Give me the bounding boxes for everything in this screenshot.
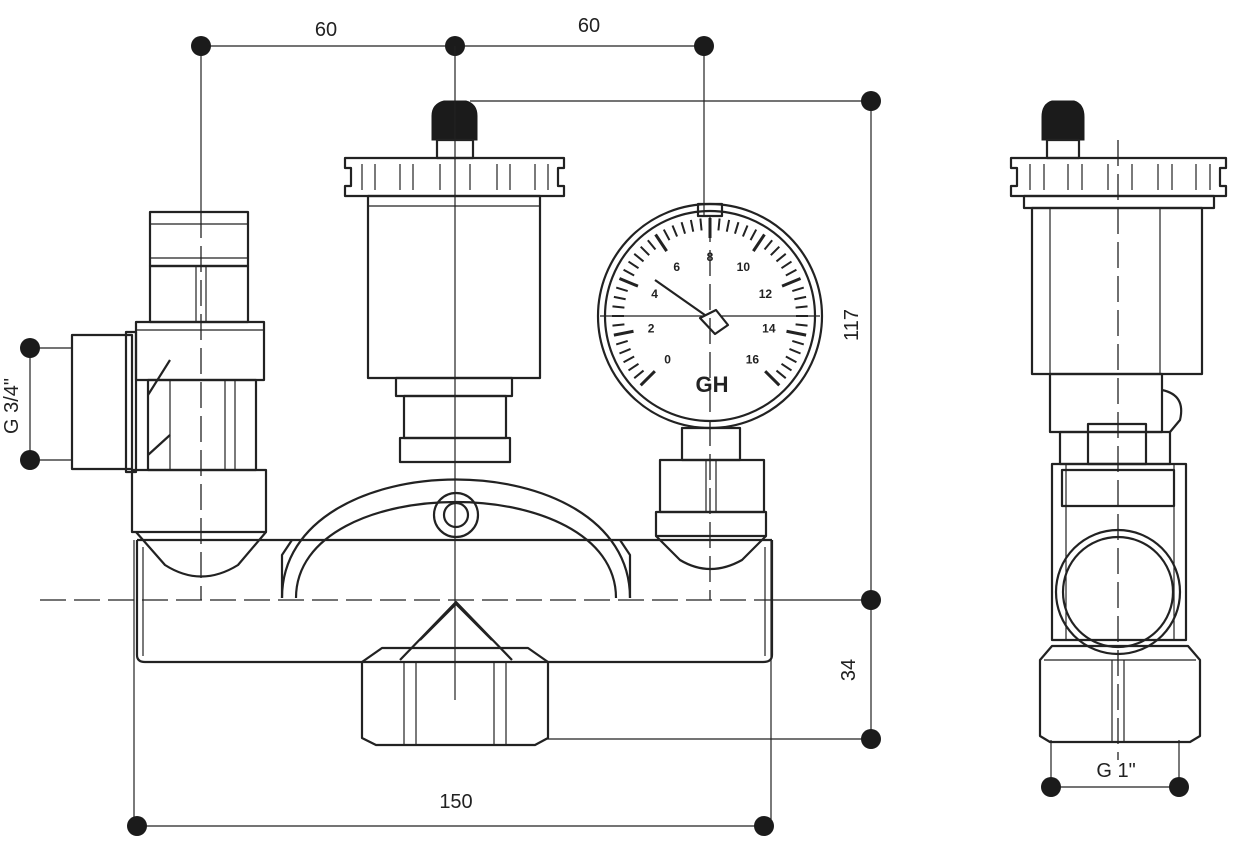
gauge-tick <box>795 323 808 327</box>
gauge-tick <box>794 295 807 301</box>
gauge-tick <box>627 260 640 270</box>
gauge-tick <box>725 219 731 232</box>
gauge-tick <box>618 277 639 288</box>
dim-point-outlet-right <box>1169 777 1189 797</box>
left-inlet-union <box>70 210 268 578</box>
gauge-scale-label: 12 <box>759 287 773 301</box>
gauge-tick <box>639 370 656 387</box>
gauge-tick <box>689 219 695 232</box>
gauge-tick <box>792 340 805 346</box>
gauge-scale-label: 16 <box>746 352 760 366</box>
dim-point-height-mid <box>861 590 881 610</box>
gauge-tick <box>775 253 787 263</box>
gauge-needle <box>654 279 713 321</box>
gauge-tick <box>749 229 758 241</box>
dim-point-top-left <box>191 36 211 56</box>
gauge-tick <box>633 253 645 263</box>
dim-point-top-right <box>694 36 714 56</box>
gauge-tick <box>619 347 631 355</box>
gauge-tick <box>770 245 781 256</box>
dim-point-outlet-left <box>1041 777 1061 797</box>
gauge-tick <box>795 305 808 309</box>
gauge-tick <box>752 233 766 252</box>
dim-point-width-right <box>754 816 774 836</box>
gauge-tick <box>613 329 634 337</box>
gauge-tick <box>654 233 668 252</box>
gauge-tick <box>775 369 787 379</box>
gauge-tick <box>623 268 635 277</box>
gauge-tick <box>613 295 626 301</box>
gauge-tick <box>785 268 797 277</box>
dome-body <box>280 478 632 599</box>
dim-label-outlet-thread: G 1" <box>1096 760 1135 782</box>
gauge-tick <box>639 245 650 256</box>
gauge-scale-label: 0 <box>664 352 671 366</box>
gauge-tick <box>789 347 801 355</box>
gauge-scale-label: 14 <box>762 322 776 336</box>
dimension-labels: 60 60 150 117 34 G 3/4" G 1" <box>1 15 1136 813</box>
gauge-tick <box>615 286 628 292</box>
gauge-tick <box>612 323 625 327</box>
dim-point-inlet-top <box>20 338 40 358</box>
gauge-tick <box>633 369 645 379</box>
dim-label-inlet-thread: G 3/4" <box>1 378 23 434</box>
gauge-tick <box>647 239 657 251</box>
gauge-scale-label: 2 <box>648 322 655 336</box>
gauge-tick <box>680 221 686 234</box>
gauge-tick <box>781 277 802 288</box>
dim-point-height-bottom <box>861 729 881 749</box>
gauge-scale-label: 4 <box>651 287 658 301</box>
gauge-scale-label: 6 <box>673 260 680 274</box>
gauge-tick <box>671 225 679 237</box>
dim-label-lower-height: 34 <box>838 659 860 681</box>
gauge-tick <box>764 370 781 387</box>
gauge-tick <box>627 362 640 372</box>
gauge-scale-label: 10 <box>737 260 751 274</box>
dim-label-height: 117 <box>841 309 863 341</box>
gauge-tick <box>717 218 721 231</box>
gauge-tick <box>792 286 805 292</box>
gauge-tick <box>734 221 740 234</box>
dim-label-width: 150 <box>439 791 472 813</box>
gauge-tick <box>699 218 703 231</box>
center-lines <box>40 46 780 700</box>
gauge-tick <box>623 355 635 364</box>
gauge-tick <box>662 229 671 241</box>
dimension-lines <box>20 36 1189 836</box>
gauge-tick <box>615 340 628 346</box>
side-view <box>1009 100 1228 760</box>
gauge-brand-mark: GH <box>696 372 729 397</box>
dim-point-inlet-bottom <box>20 450 40 470</box>
side-vent-cap <box>1041 100 1085 141</box>
gauge-tick <box>785 355 797 364</box>
dim-point-height-top <box>861 91 881 111</box>
gauge-tick <box>780 260 793 270</box>
gauge-tick <box>780 362 793 372</box>
gauge-tick <box>741 225 749 237</box>
dim-point-width-left <box>127 816 147 836</box>
gauge-tick <box>763 239 773 251</box>
gauge-tick <box>612 305 625 309</box>
dim-label-top-right: 60 <box>578 15 600 37</box>
gauge-tick <box>786 329 807 337</box>
dim-label-top-left: 60 <box>315 19 337 41</box>
